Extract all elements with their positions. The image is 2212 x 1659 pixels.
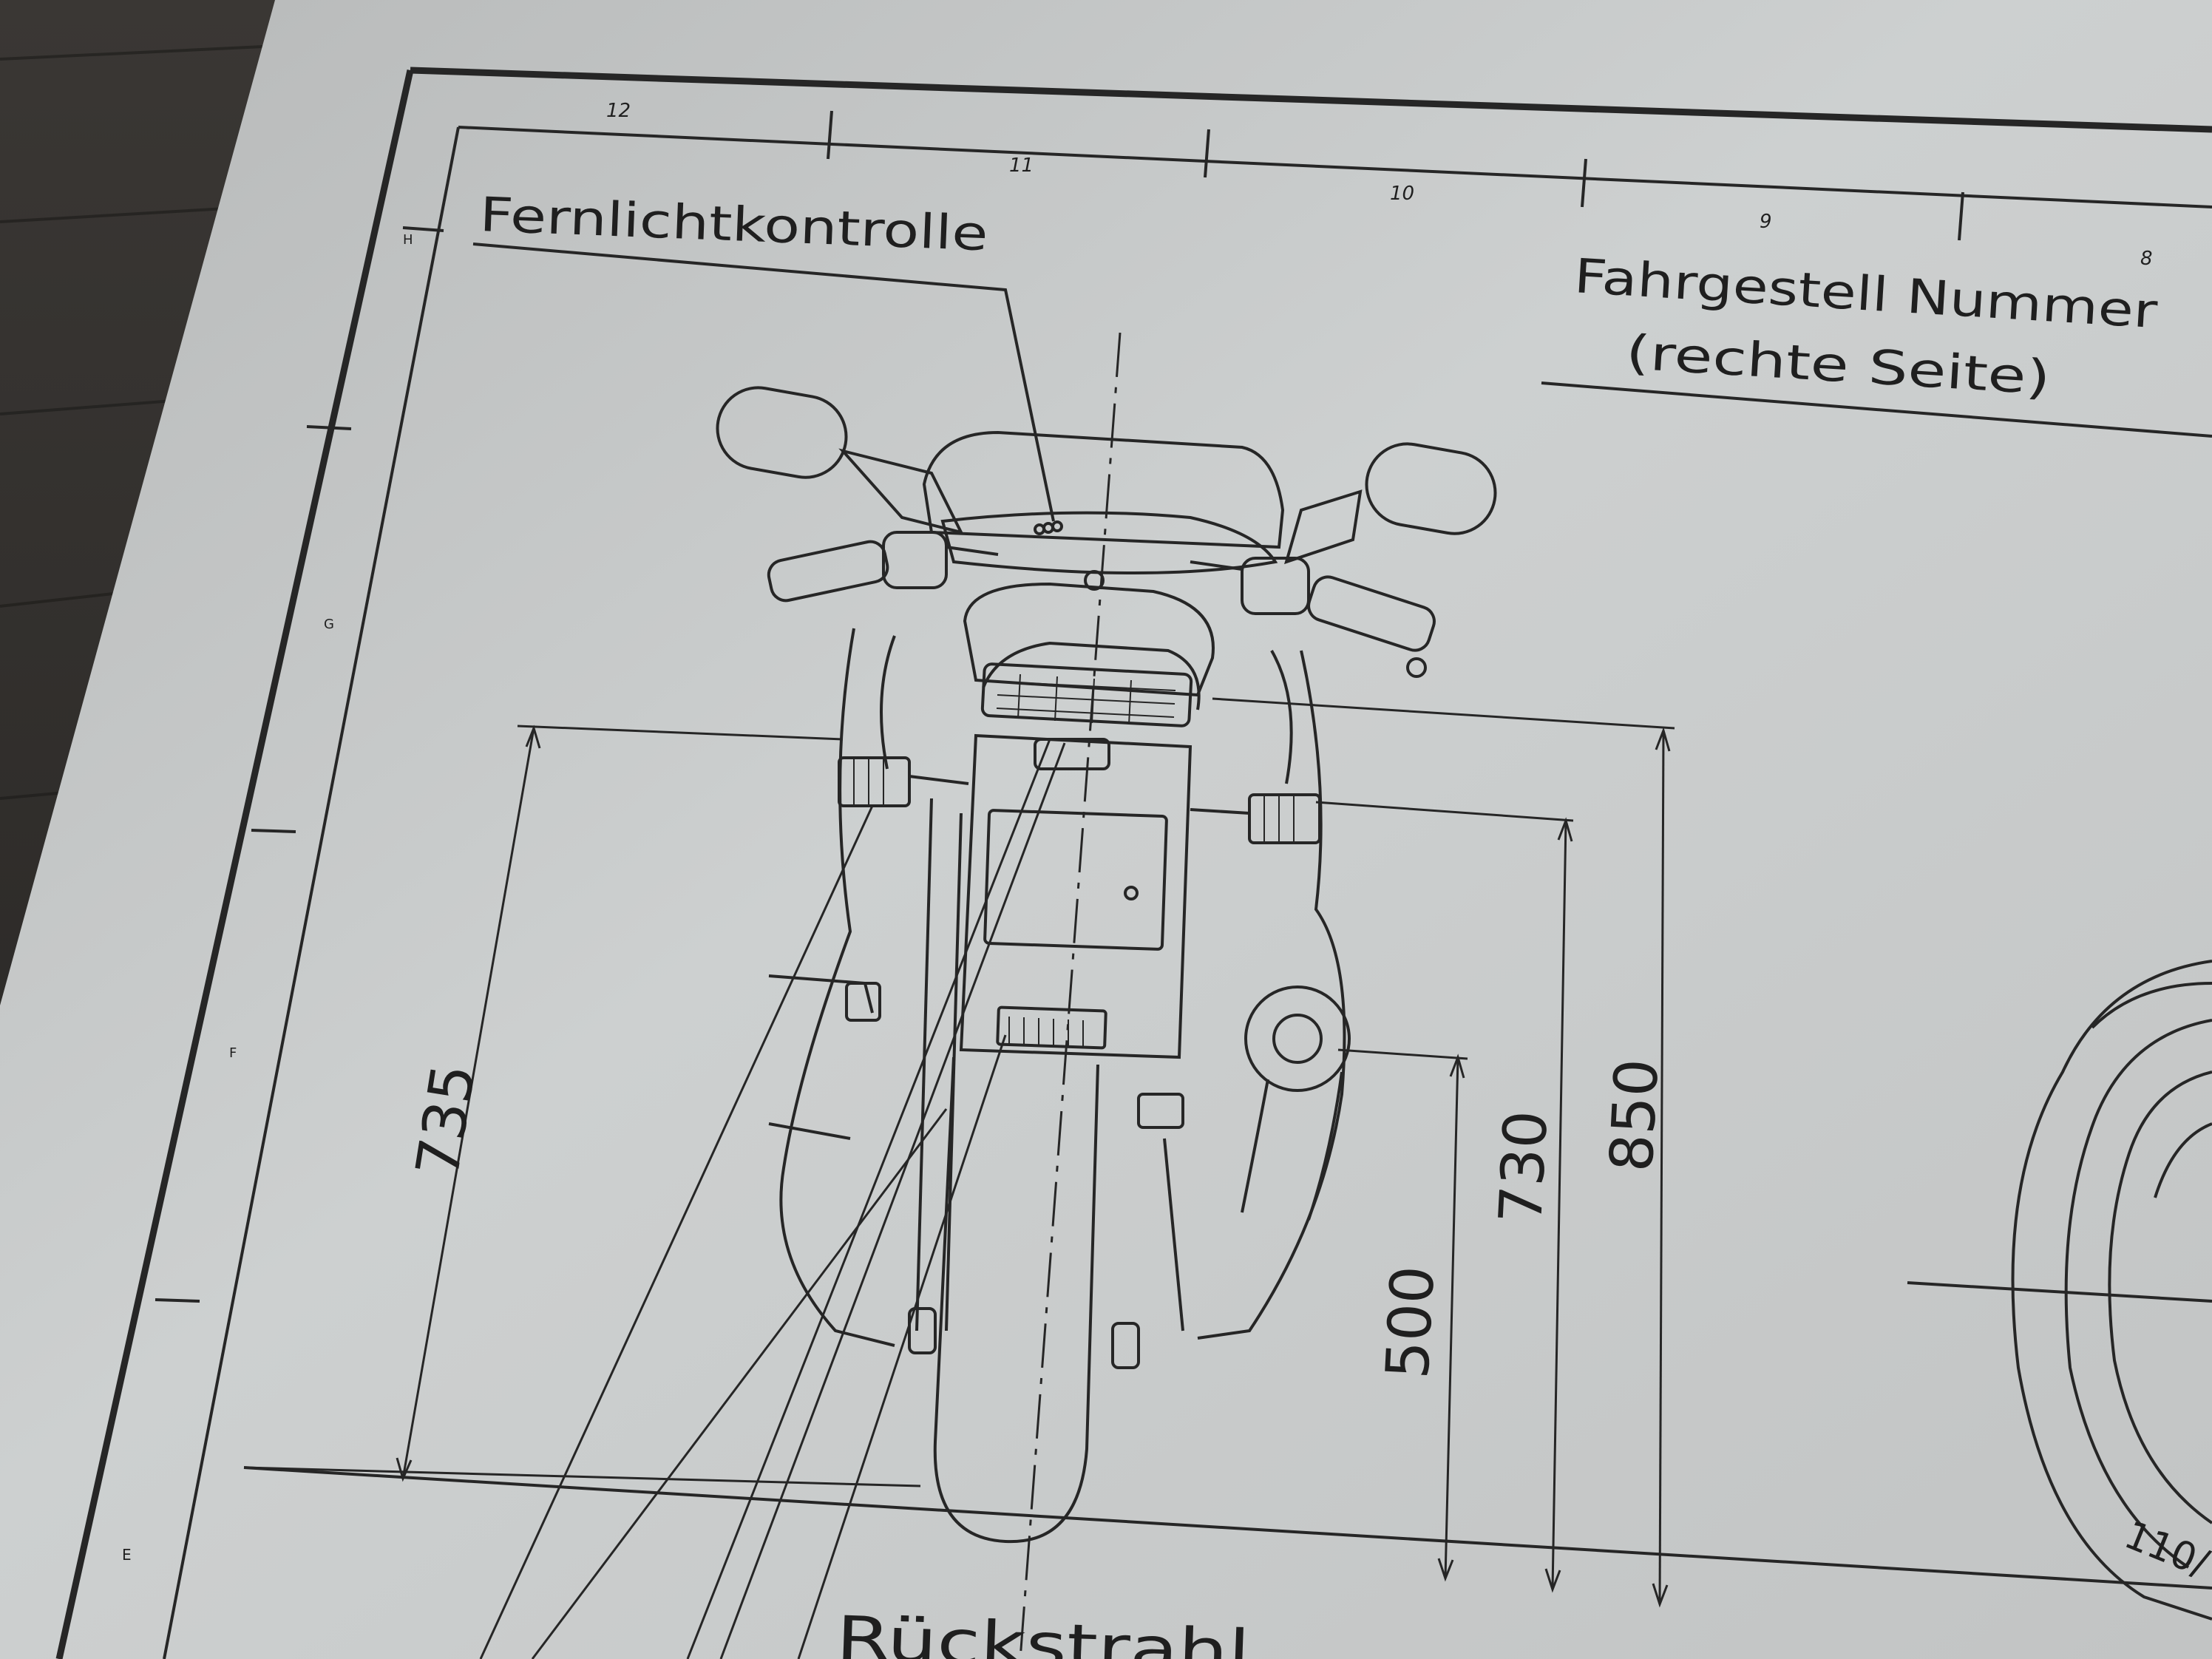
centerline — [1019, 332, 1122, 1659]
left-mirror — [716, 386, 848, 479]
dimension-500: 500 — [1337, 1048, 1468, 1582]
row-markers: H G F E — [122, 232, 413, 1564]
wheel-side-view — [1907, 960, 2212, 1621]
row-marker-h: H — [403, 232, 413, 248]
zone-number-9: 9 — [1760, 211, 1772, 233]
row-marker-f: F — [229, 1045, 237, 1061]
rear-reflector — [996, 1005, 1107, 1050]
exhaust-outlet — [1244, 985, 1351, 1092]
zone-number-12: 12 — [606, 100, 631, 122]
left-indicator — [838, 756, 911, 807]
dimension-500-value: 500 — [1373, 1264, 1448, 1380]
motorcycle-drawing — [716, 386, 1497, 1544]
tail-light — [980, 662, 1193, 727]
dimension-730: 730 — [1315, 801, 1574, 1593]
dimension-730-value: 730 — [1486, 1109, 1561, 1225]
row-marker-e: E — [122, 1546, 132, 1564]
drawing-frame — [55, 67, 2212, 1659]
zone-number-11: 11 — [1009, 155, 1034, 177]
dimension-850: 850 — [1212, 697, 1675, 1608]
rear-tire — [933, 1056, 1099, 1544]
reflector-leaders — [479, 739, 1066, 1659]
dimension-850-value: 850 — [1597, 1057, 1672, 1173]
right-mirror — [1365, 442, 1497, 535]
license-plate — [959, 733, 1192, 1059]
zone-strip — [155, 110, 1964, 1303]
zone-numbers: 12 11 10 9 8 — [606, 100, 2153, 270]
zone-number-8: 8 — [2140, 248, 2153, 270]
left-grip — [767, 540, 889, 603]
right-indicator — [1248, 793, 1321, 844]
row-marker-g: G — [324, 617, 334, 632]
zone-number-10: 10 — [1390, 183, 1414, 205]
right-grip — [1307, 575, 1436, 652]
ground-line — [243, 1466, 2212, 1590]
